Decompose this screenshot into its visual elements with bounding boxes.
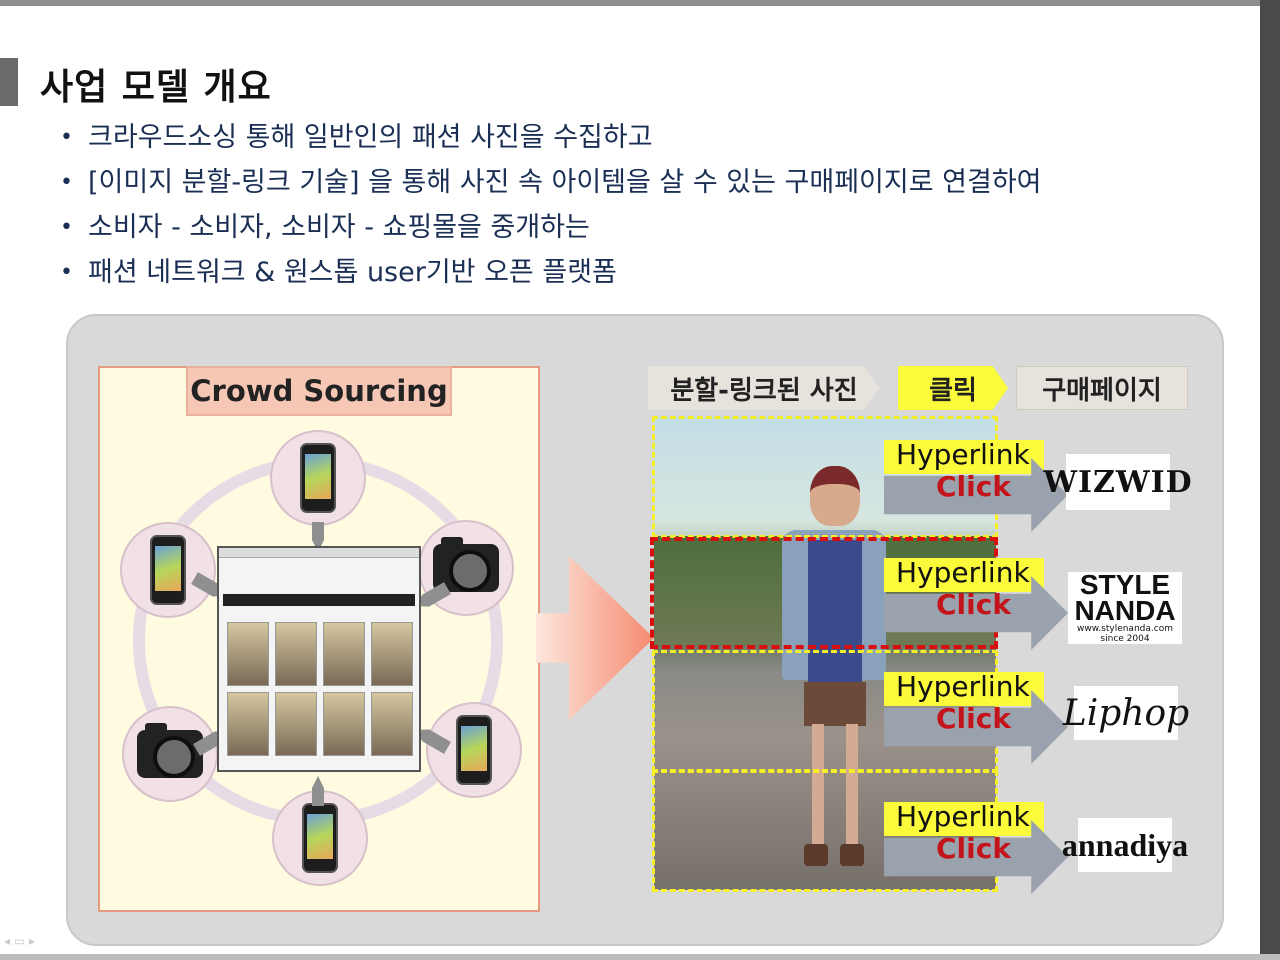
smartphone-icon xyxy=(272,790,368,886)
website-screenshot xyxy=(217,546,421,772)
liphop-logo[interactable]: Liphop xyxy=(1063,686,1189,740)
bullet-item: 크라우드소싱 통해 일반인의 패션 사진을 수집하고 xyxy=(60,118,1042,163)
hyperlink-arrow[interactable]: Hyperlink Click xyxy=(884,556,1068,652)
photo-thumbnail xyxy=(275,622,317,686)
window-left-tab xyxy=(0,58,18,106)
photo-thumbnail xyxy=(227,622,269,686)
window-right-border xyxy=(1260,0,1280,960)
wizwid-logo[interactable]: WIZWID xyxy=(1043,454,1192,510)
smartphone-icon xyxy=(270,430,366,526)
annadiya-logo[interactable]: annadiya xyxy=(1062,818,1188,872)
bullet-item: [이미지 분할-링크 기술] 을 통해 사진 속 아이템을 살 수 있는 구매페… xyxy=(60,163,1042,208)
bullet-list: 크라우드소싱 통해 일반인의 패션 사진을 수집하고 [이미지 분할-링크 기술… xyxy=(60,118,1042,298)
bullet-item: 소비자 - 소비자, 소비자 - 쇼핑몰을 중개하는 xyxy=(60,208,1042,253)
photo-thumbnail xyxy=(227,692,269,756)
photo-thumbnail xyxy=(323,622,365,686)
smartphone-icon xyxy=(120,522,216,618)
photo-thumbnail xyxy=(275,692,317,756)
smartphone-icon xyxy=(426,702,522,798)
slide-title: 사업 모델 개요 xyxy=(40,67,272,108)
hyperlink-arrow[interactable]: Hyperlink Click xyxy=(884,800,1068,896)
window-bottom-border xyxy=(0,954,1280,960)
flow-header-purchase-page: 구매페이지 xyxy=(1016,366,1188,410)
camera-icon xyxy=(122,706,218,802)
segment-jacket-selected[interactable] xyxy=(650,537,998,649)
window-top-border xyxy=(0,0,1280,6)
crowd-sourcing-label: Crowd Sourcing xyxy=(186,366,452,416)
hyperlink-arrow[interactable]: Hyperlink Click xyxy=(884,670,1068,766)
slide-toolbar-icon: ◂ ▭ ▸ xyxy=(4,934,36,948)
arrow-up-icon xyxy=(312,776,324,806)
hyperlink-arrow[interactable]: Hyperlink Click xyxy=(884,438,1068,534)
photo-thumbnail xyxy=(371,692,413,756)
photo-thumbnail xyxy=(323,692,365,756)
flow-header-click: 클릭 xyxy=(898,366,1008,410)
photo-thumbnail xyxy=(371,622,413,686)
arrow-down-icon xyxy=(312,522,324,552)
stylenanda-logo[interactable]: STYLE NANDA www.stylenanda.com since 200… xyxy=(1068,571,1182,644)
bullet-item: 패션 네트워크 & 원스톱 user기반 오픈 플랫폼 xyxy=(60,253,1042,298)
model-figure xyxy=(774,460,894,880)
flow-header-segmented-photo: 분할-링크된 사진 xyxy=(648,366,880,410)
